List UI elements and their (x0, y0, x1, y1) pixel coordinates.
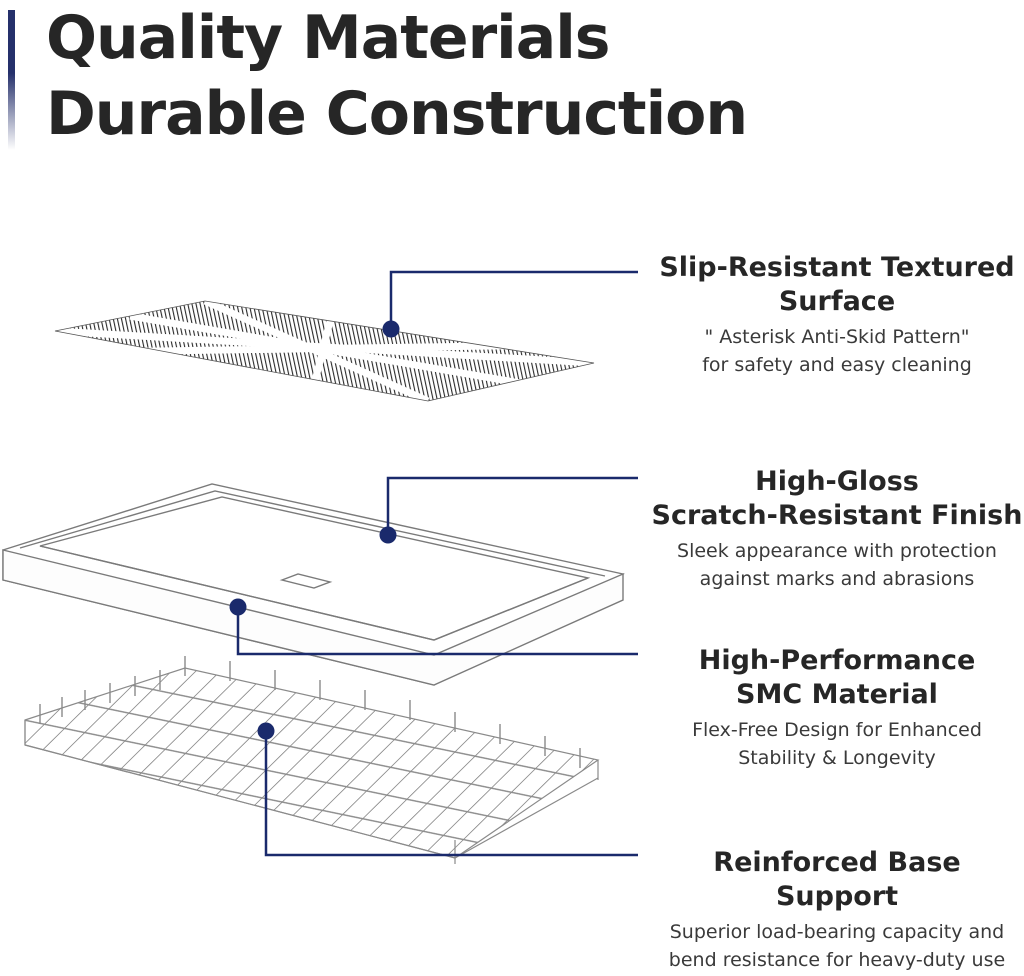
feature-title-line: Surface (778, 286, 896, 317)
feature-title-line: Scratch-Resistant Finish (651, 500, 1023, 531)
feature-description: Sleek appearance with protection against… (647, 537, 1024, 593)
feature-title-line: SMC Material (736, 679, 938, 710)
feature-slip-resistant: Slip-Resistant Textured Surface " Asteri… (647, 251, 1024, 379)
feature-smc-material: High-Performance SMC Material Flex-Free … (647, 644, 1024, 772)
feature-title-line: High-Performance (698, 645, 976, 676)
feature-reinforced-base: Reinforced Base Support Superior load-be… (647, 846, 1024, 974)
feature-desc-line: against marks and abrasions (699, 568, 975, 590)
feature-high-gloss: High-Gloss Scratch-Resistant Finish Slee… (647, 465, 1024, 593)
feature-title-line: Slip-Resistant Textured (659, 252, 1015, 283)
feature-title-line: High-Gloss (755, 466, 919, 497)
feature-desc-line: Flex-Free Design for Enhanced (692, 719, 982, 741)
feature-description: Flex-Free Design for Enhanced Stability … (647, 716, 1024, 772)
callout-dots (229, 320, 400, 740)
shower-tray (2, 483, 625, 686)
callout-lines (236, 270, 638, 857)
feature-desc-line: Stability & Longevity (738, 747, 936, 769)
support-grid (24, 656, 600, 864)
page-title: Quality Materials Durable Construction (46, 0, 748, 152)
title-line-1: Quality Materials (46, 3, 611, 73)
feature-desc-line: " Asterisk Anti-Skid Pattern" (704, 326, 970, 348)
feature-desc-line: for safety and easy cleaning (702, 354, 972, 376)
feature-title: High-Performance SMC Material (647, 644, 1024, 712)
feature-title-line: Support (775, 881, 899, 912)
feature-desc-line: Sleek appearance with protection (677, 540, 997, 562)
feature-title-line: Reinforced Base (713, 847, 961, 878)
feature-title: High-Gloss Scratch-Resistant Finish (647, 465, 1024, 533)
feature-desc-line: bend resistance for heavy-duty use (668, 949, 1006, 971)
title-line-2: Durable Construction (46, 79, 748, 149)
feature-description: Superior load-bearing capacity and bend … (647, 918, 1024, 974)
feature-title: Reinforced Base Support (647, 846, 1024, 914)
feature-description: " Asterisk Anti-Skid Pattern" for safety… (647, 323, 1024, 379)
anti-skid-mat (54, 297, 595, 405)
feature-desc-line: Superior load-bearing capacity and (669, 921, 1005, 943)
accent-bar (8, 10, 15, 150)
feature-title: Slip-Resistant Textured Surface (647, 251, 1024, 319)
